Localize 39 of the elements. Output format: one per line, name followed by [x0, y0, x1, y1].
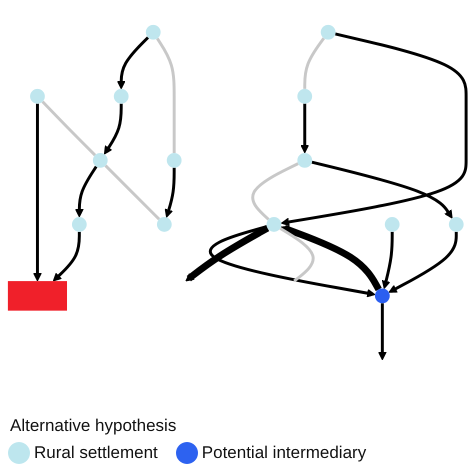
arrow: [378, 303, 387, 360]
arrow: [300, 104, 310, 154]
arrow: [382, 232, 394, 289]
settlement-circle: [30, 88, 45, 104]
arrow: [104, 104, 123, 154]
settlement-circle: [92, 152, 108, 168]
arrow: [209, 224, 376, 298]
settlement-circle: [166, 152, 182, 168]
arrow: [52, 232, 81, 282]
settlement-circle: [156, 216, 172, 232]
settlement-circle: [297, 152, 312, 168]
arrow: [312, 160, 453, 218]
settlement-circle: [320, 24, 336, 40]
arrow: [388, 232, 458, 293]
connector: [303, 37, 325, 89]
settlement-circle: [72, 216, 87, 232]
arrow: [33, 104, 42, 282]
settlement-circle: [146, 24, 161, 40]
square-node: [8, 280, 68, 310]
legend-label: Potential intermediary: [202, 443, 366, 463]
arrow: [116, 36, 150, 90]
arrow: [185, 224, 270, 282]
connector: [104, 164, 160, 220]
settlement-circle: [384, 216, 400, 232]
legend-label: Rural settlement: [34, 443, 158, 463]
connector: [42, 100, 96, 156]
connector: [156, 37, 176, 153]
settlement-circle: [266, 216, 282, 232]
hypothesis-label: Alternative hypothesis: [10, 416, 178, 436]
settlement-circle: [297, 88, 312, 104]
settlement-circle: [448, 216, 464, 232]
settlement-circle: [374, 288, 390, 304]
arrow: [75, 166, 98, 218]
connector: [251, 162, 299, 220]
arrow: [280, 224, 382, 291]
arrow: [280, 32, 468, 226]
arrow: [164, 168, 176, 218]
settlement-circle: [114, 88, 129, 104]
connector: [279, 226, 315, 282]
